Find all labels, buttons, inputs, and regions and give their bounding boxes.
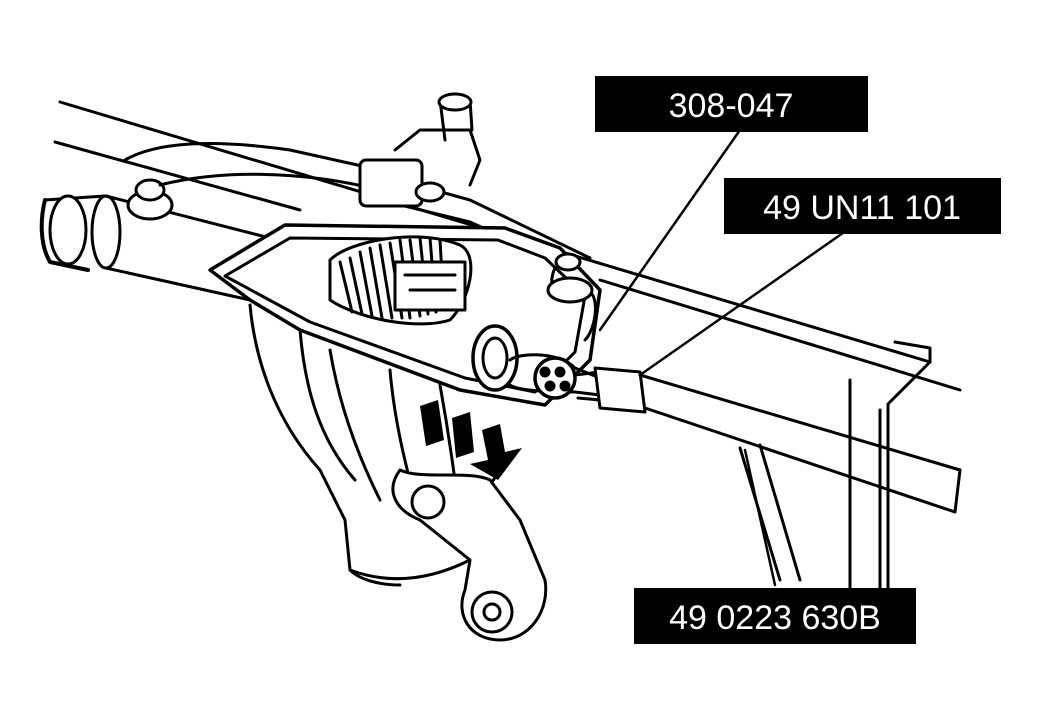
callout-49-0223-630b-label: 49 0223 630B — [669, 599, 881, 637]
leader-308-047 — [598, 128, 742, 332]
leader-49-un11-101 — [638, 226, 852, 377]
axle-tube — [39, 178, 272, 302]
callout-49-0223-630b: 49 0223 630B — [634, 588, 916, 644]
callout-308-047: 308-047 — [595, 76, 868, 132]
callout-49-un11-101: 49 UN11 101 — [724, 178, 1001, 234]
mounting-bracket — [391, 468, 548, 642]
ring-gear — [328, 235, 473, 326]
leader-lines — [598, 128, 852, 587]
side-bearing-adjuster — [471, 252, 597, 392]
leader-49-0223-630b — [743, 448, 777, 587]
callout-308-047-label: 308-047 — [669, 87, 794, 125]
callout-49-un11-101-label: 49 UN11 101 — [763, 189, 961, 227]
rotation-arrow-icon — [420, 400, 522, 480]
wrench-handle — [508, 353, 962, 514]
